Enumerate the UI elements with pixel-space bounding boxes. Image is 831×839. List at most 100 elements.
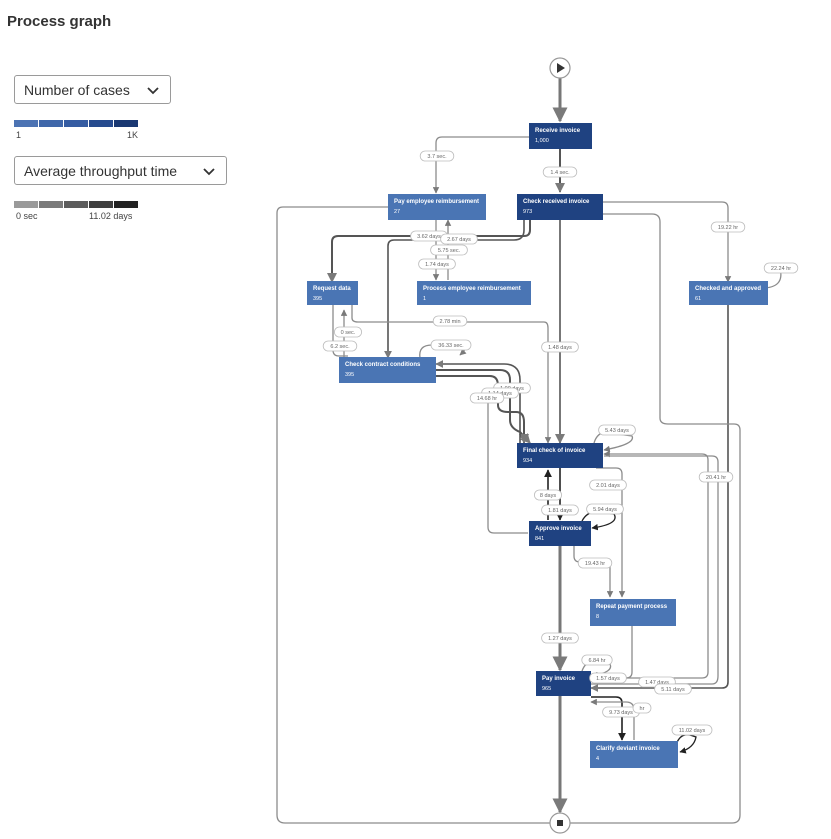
edge-label: 1.27 days (541, 632, 579, 644)
case-metric-dropdown[interactable]: Number of cases (14, 75, 171, 104)
edge-label-text: 6.2 sec. (330, 344, 350, 350)
edge-contract-final-a (436, 369, 531, 444)
page-title: Process graph (7, 13, 112, 30)
edge-label: 14.68 hr (469, 392, 505, 404)
node-receive[interactable]: Receive invoice 1,000 (529, 123, 592, 149)
node-box (529, 521, 591, 546)
node-box (590, 741, 678, 768)
edge-check-final-right (570, 213, 741, 824)
edge-label-text: 11.02 days (679, 728, 706, 734)
edge-label-text: 19.43 hr (585, 561, 605, 567)
node-box (689, 281, 768, 305)
edge-label-pill (430, 244, 468, 256)
case-legend-swatch (89, 120, 113, 127)
edge-check-checked (603, 201, 732, 283)
edge-label-text: 1.81 days (548, 508, 572, 514)
edge-repeat-pay (590, 626, 633, 682)
edge-label: 22.24 hr (763, 262, 799, 274)
edge-label-text: 22.24 hr (771, 266, 791, 272)
end-node[interactable] (549, 812, 571, 834)
edge-label: 11.02 days (671, 724, 713, 736)
edge-label: 0 sec. (333, 326, 362, 338)
edge-label-text: 6.84 hr (588, 658, 605, 664)
edge-label: 5.43 days (598, 424, 636, 436)
node-box (388, 194, 486, 220)
node-title: Pay employee reimbursement (394, 199, 479, 205)
node-count: 8 (596, 614, 599, 620)
edge-label: 5.94 days (586, 503, 624, 515)
time-legend-swatch (114, 201, 138, 208)
edge-label: 19.22 hr (710, 221, 746, 233)
time-metric-label: Average throughput time (24, 162, 178, 179)
node-title: Receive invoice (535, 128, 581, 134)
edge-contract-final-b (436, 375, 529, 444)
node-count: 1,000 (535, 138, 549, 144)
node-title: Clarify deviant invoice (596, 746, 660, 752)
case-legend-swatch (114, 120, 138, 127)
edge-label-pill (698, 471, 734, 483)
edge-label-text: 19.22 hr (718, 225, 738, 231)
edge-label-pill (419, 150, 455, 162)
node-title: Approve invoice (535, 526, 582, 532)
node-box (529, 123, 592, 149)
edge-label-pill (322, 340, 358, 352)
edge-label-pill (598, 424, 636, 436)
edge-label-text: 8 days (540, 493, 556, 499)
edge-label: 5.75 sec. (430, 244, 468, 256)
time-legend-bar (14, 201, 138, 208)
node-count: 1 (423, 296, 426, 302)
edge-checked-pay (590, 305, 729, 692)
edge-label-text: 1.74 days (425, 262, 449, 268)
edge-payemp-end (276, 206, 550, 824)
edge-label: 2.78 min (432, 315, 468, 327)
node-box (307, 281, 358, 305)
edge-label: 2.67 days (440, 233, 478, 245)
node-count: 395 (345, 372, 354, 378)
edge-final-repeat (596, 467, 626, 598)
edge-label-text: 5.43 days (605, 428, 629, 434)
edge-pay-final (591, 450, 709, 679)
edge-label-pill (432, 315, 468, 327)
edge-label: 1.4 sec. (542, 166, 578, 178)
time-legend-swatch (89, 201, 113, 208)
edge-label-pill (542, 166, 578, 178)
edge-label: 3.7 sec. (419, 150, 455, 162)
edge-label-text: hr (640, 706, 645, 712)
node-title: Pay invoice (542, 676, 576, 682)
edge-label-text: 1.48 days (548, 345, 572, 351)
node-box (517, 443, 603, 468)
edge-label-text: 1.4 sec. (550, 170, 570, 176)
edge-label-text: 5.94 days (593, 507, 617, 513)
case-legend-max: 1K (127, 130, 139, 140)
edge-approve-contract (487, 392, 528, 534)
time-metric-dropdown[interactable]: Average throughput time (14, 156, 227, 185)
edge-label-text: 0 sec. (341, 330, 356, 336)
edge-label: 1.57 days (589, 672, 627, 684)
node-count: 4 (596, 756, 599, 762)
time-legend-swatch (14, 201, 38, 208)
node-title: Check received invoice (523, 199, 590, 205)
edge-label-pill (671, 724, 713, 736)
edge-label-text: 3.62 days (417, 234, 441, 240)
node-clarify[interactable]: Clarify deviant invoice 4 (590, 741, 678, 768)
start-node[interactable] (549, 57, 571, 79)
case-legend-min: 1 (16, 130, 22, 140)
edge-label-text: 1.27 days (548, 636, 572, 642)
edge-label-pill (440, 233, 478, 245)
edge-label-text: 9.73 days (609, 710, 633, 716)
edge-label-pill (541, 632, 579, 644)
edge-label: 1.48 days (541, 341, 579, 353)
